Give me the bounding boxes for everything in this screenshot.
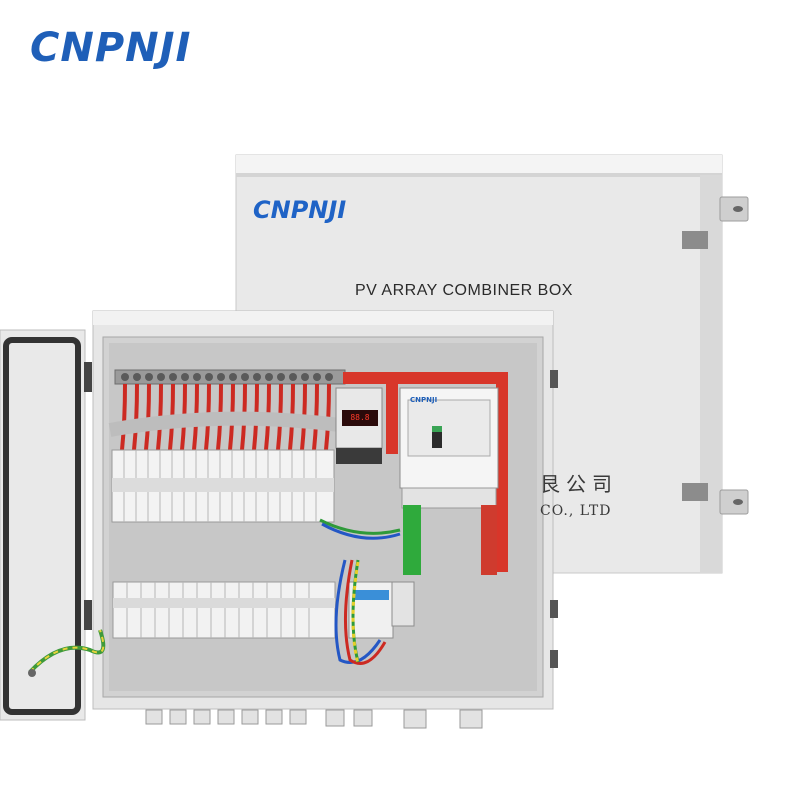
busbar-green xyxy=(403,505,497,575)
breaker-brand-label: CNPNJI xyxy=(410,396,438,404)
busbar-red xyxy=(343,372,508,572)
wiring xyxy=(319,518,401,665)
enclosure-door xyxy=(0,329,106,721)
meter-display: 88.8 xyxy=(350,413,370,422)
surge-protector xyxy=(348,581,415,639)
lid-company-en: CO., LTD xyxy=(540,503,612,519)
terminal-rail-top xyxy=(114,369,346,385)
fuse-row-lower xyxy=(112,581,336,639)
lid-title: PV ARRAY COMBINER BOX xyxy=(355,282,573,299)
lid-logo: CNPNJI xyxy=(253,196,347,224)
cable-wrap xyxy=(108,411,341,437)
power-meter xyxy=(335,387,383,464)
main-breaker xyxy=(399,387,499,509)
cable-glands xyxy=(145,709,483,729)
lid-company-cn: 艮公司 xyxy=(540,472,618,496)
brand-logo: CNPNJI xyxy=(30,25,192,71)
fuse-row-upper xyxy=(111,449,335,523)
